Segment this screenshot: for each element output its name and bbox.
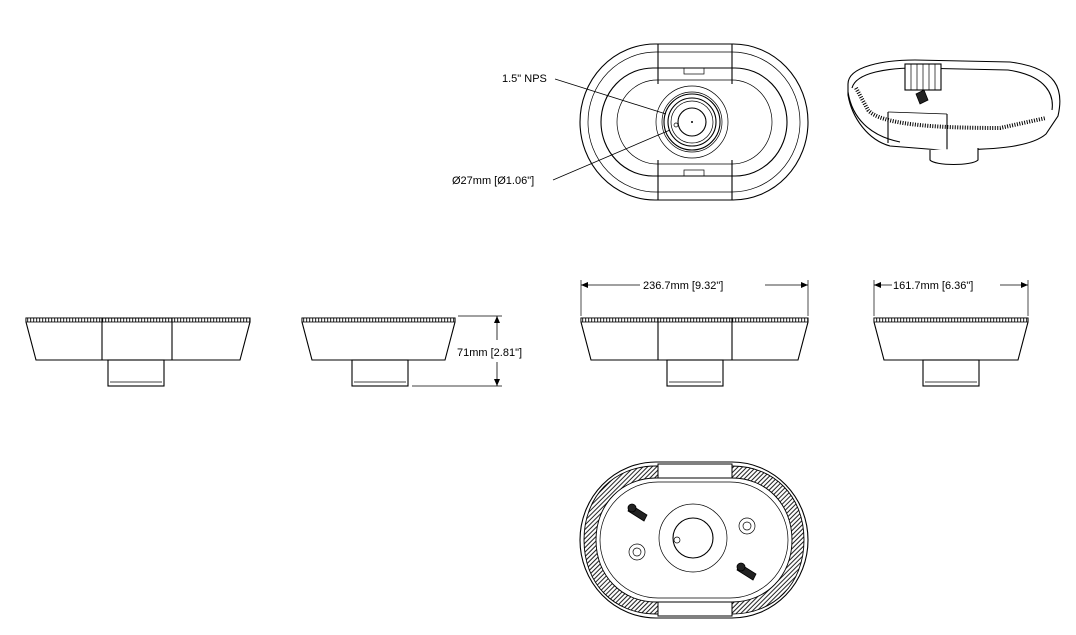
end-view <box>873 317 1029 387</box>
width-dimension <box>873 280 1029 316</box>
top-view <box>552 43 809 201</box>
thread-size-label: 1.5" NPS <box>502 73 547 85</box>
height-label: 71mm [2.81"] <box>457 347 522 359</box>
height-dimension <box>412 315 502 387</box>
side-view-2 <box>301 317 456 387</box>
hole-diameter-label: Ø27mm [Ø1.06"] <box>452 175 534 187</box>
front-view <box>580 317 809 387</box>
length-label: 236.7mm [9.32"] <box>643 280 723 292</box>
side-view-1 <box>25 317 251 387</box>
width-label: 161.7mm [6.36"] <box>893 280 973 292</box>
bottom-view <box>579 461 809 619</box>
isometric-view <box>847 59 1061 166</box>
length-dimension <box>580 280 809 316</box>
